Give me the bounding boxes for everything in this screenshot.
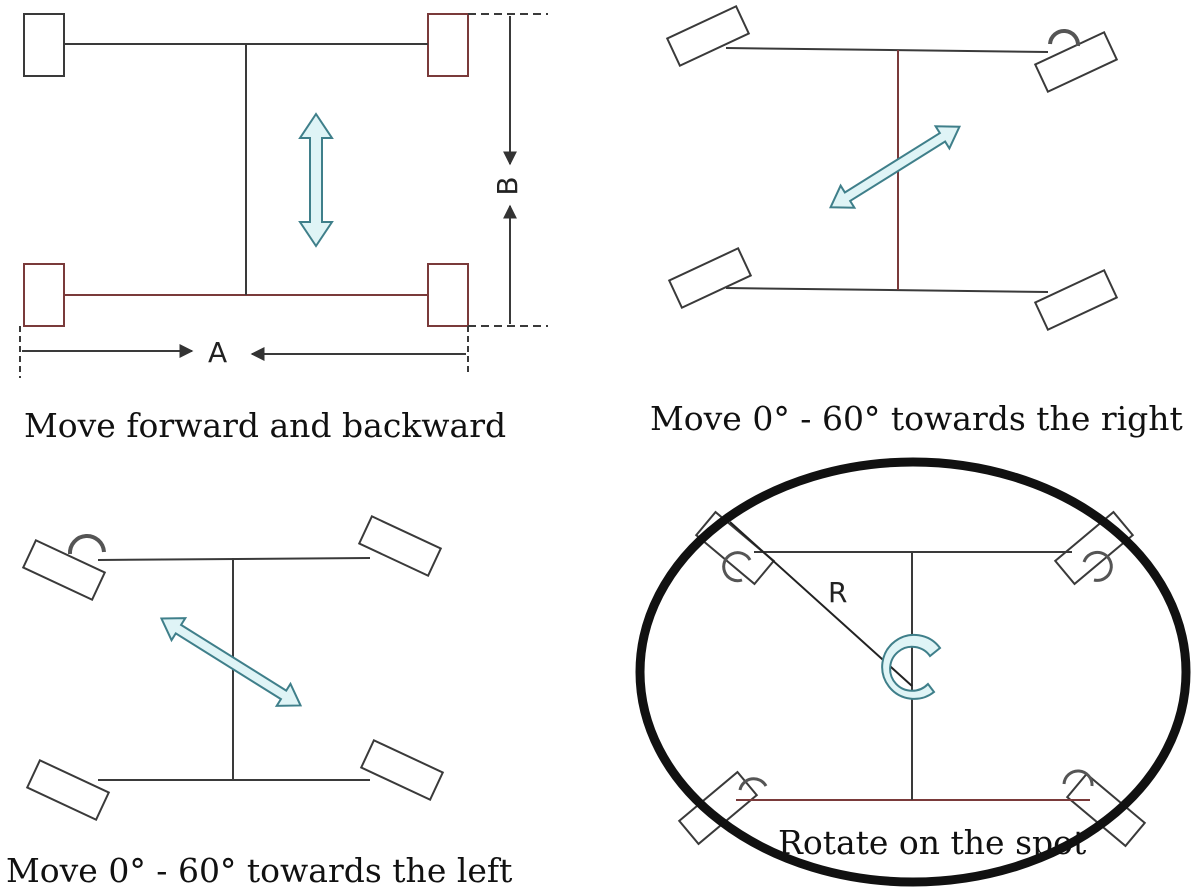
panel-forward-backward bbox=[19, 13, 548, 378]
wheel-rear-left bbox=[25, 759, 111, 821]
caption-left: Move 0° - 60° towards the left bbox=[6, 851, 513, 890]
panel-left bbox=[21, 515, 445, 821]
wheel-front-left bbox=[694, 510, 776, 586]
label-b: B bbox=[491, 176, 524, 195]
rotation-indicator bbox=[67, 534, 106, 555]
wheel-front-right bbox=[1033, 31, 1119, 93]
front-axle bbox=[725, 47, 1049, 53]
label-r: R bbox=[828, 576, 847, 609]
radius-line bbox=[729, 521, 913, 687]
wheel-front-left bbox=[21, 539, 107, 601]
wheel-rear-right bbox=[1033, 269, 1119, 331]
wheel-front-left bbox=[665, 5, 751, 67]
wheel-front-right bbox=[357, 515, 443, 577]
rotation-indicator bbox=[1048, 28, 1081, 47]
motion-arrow-diagonal-right bbox=[828, 125, 962, 209]
rear-axle bbox=[725, 287, 1049, 293]
wheel-front-right bbox=[427, 13, 469, 77]
wheel-rear-right bbox=[1065, 772, 1147, 848]
caption-rotate: Rotate on the spot bbox=[778, 823, 1087, 862]
wheel-rear-right bbox=[359, 739, 445, 801]
caption-right: Move 0° - 60° towards the right bbox=[650, 399, 1183, 438]
wheel-rear-right bbox=[427, 263, 469, 327]
wheel-front-right bbox=[1053, 510, 1135, 586]
wheel-rear-left bbox=[23, 263, 65, 327]
wheel-rear-left bbox=[677, 770, 759, 846]
wheel-front-left bbox=[23, 13, 65, 77]
panel-right bbox=[665, 5, 1119, 331]
rotation-circle bbox=[635, 457, 1191, 887]
panel-rotate bbox=[677, 510, 1147, 848]
wheel-rear-left bbox=[667, 247, 753, 309]
center-rotation-icon bbox=[881, 633, 942, 700]
motion-arrow-vertical bbox=[298, 112, 334, 248]
label-a: A bbox=[208, 336, 227, 369]
motion-arrow-diagonal-left bbox=[159, 617, 303, 707]
caption-forward-backward: Move forward and backward bbox=[24, 406, 507, 445]
